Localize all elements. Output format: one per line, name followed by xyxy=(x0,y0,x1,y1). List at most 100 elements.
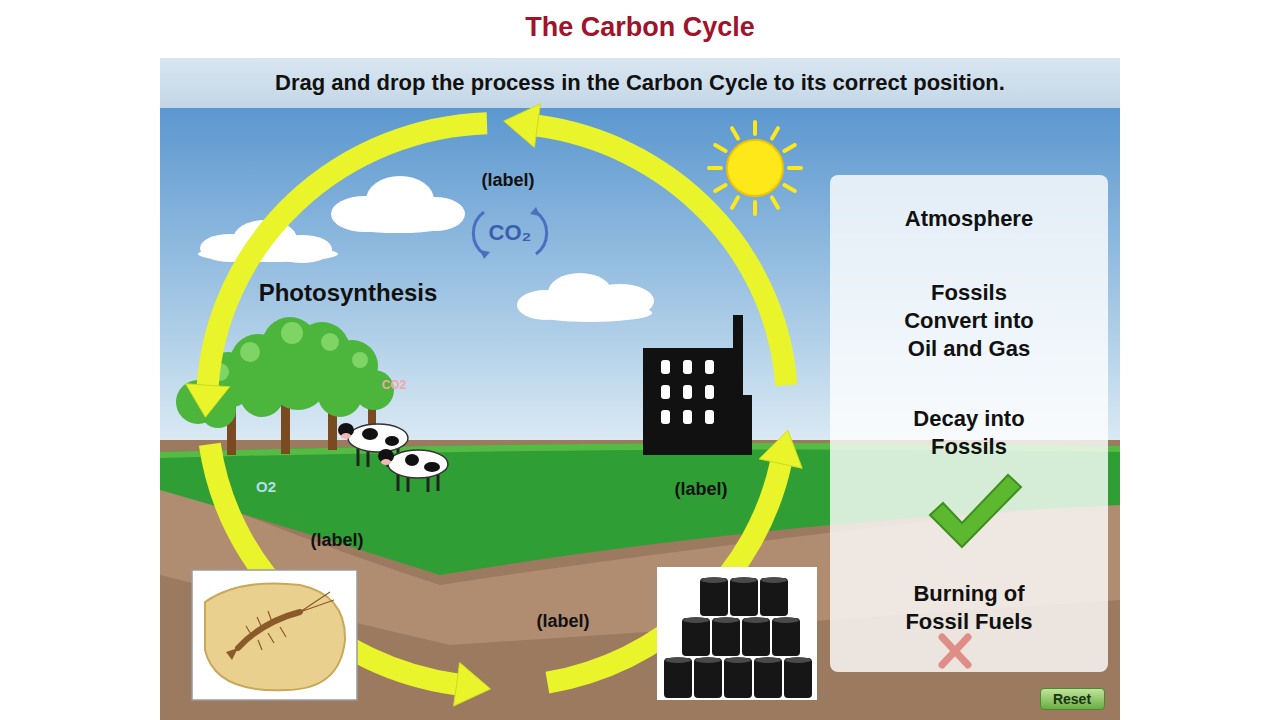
fossil-picture xyxy=(226,648,238,660)
oil-barrels xyxy=(713,617,739,623)
trees xyxy=(352,352,368,368)
cow xyxy=(385,436,399,446)
oil-barrels xyxy=(784,658,812,698)
oil-barrels xyxy=(760,578,788,616)
instruction-text: Drag and drop the process in the Carbon … xyxy=(275,70,1005,95)
gas-label: CO2 xyxy=(382,379,407,393)
sun xyxy=(753,202,757,214)
oil-barrels xyxy=(657,567,817,700)
cycle-arrowhead xyxy=(454,663,491,707)
fossil-picture xyxy=(238,612,300,648)
cow xyxy=(378,449,448,492)
cow xyxy=(341,433,351,439)
button-label: Reset xyxy=(1041,689,1104,709)
cow xyxy=(397,474,400,491)
fossil-picture xyxy=(300,592,334,612)
gas-label: O2 xyxy=(256,478,276,495)
oil-barrels xyxy=(730,578,758,616)
fossil-picture xyxy=(192,570,357,700)
trees xyxy=(240,373,284,417)
oil-barrels xyxy=(695,657,721,663)
factory xyxy=(683,410,692,424)
factory xyxy=(705,410,714,424)
sun xyxy=(727,140,783,196)
sun xyxy=(784,145,794,151)
factory xyxy=(683,385,692,399)
factory xyxy=(683,360,692,374)
oil-barrels xyxy=(700,578,728,616)
sun xyxy=(715,145,725,151)
process-label: Photosynthesis xyxy=(259,279,438,307)
factory xyxy=(735,395,752,455)
co2-swirl xyxy=(473,212,484,254)
cycle-arrowhead xyxy=(504,104,541,148)
oil-barrels xyxy=(731,577,757,583)
cycle-arrowhead xyxy=(186,104,803,706)
oil-barrels xyxy=(712,618,740,656)
cow xyxy=(437,474,440,491)
cycle-arrow xyxy=(537,126,786,386)
co2-swirl xyxy=(473,207,546,259)
oil-barrels xyxy=(785,657,811,663)
oil-barrels xyxy=(725,657,751,663)
instruction-band xyxy=(160,58,1120,108)
oil-barrels xyxy=(664,578,812,698)
factory xyxy=(661,360,714,424)
sun xyxy=(715,185,725,191)
sun xyxy=(732,197,738,207)
oil-barrels xyxy=(664,658,692,698)
oil-barrels xyxy=(754,658,782,698)
factory xyxy=(661,410,670,424)
fossil-picture xyxy=(192,570,357,700)
oil-barrels xyxy=(772,618,800,656)
cloud xyxy=(336,211,460,233)
oil-barrels xyxy=(694,658,722,698)
sun xyxy=(784,185,794,191)
factory xyxy=(643,348,735,455)
sky xyxy=(160,108,1120,460)
co2-swirl xyxy=(536,212,547,254)
sun xyxy=(732,128,738,138)
page-title: The Carbon Cycle xyxy=(0,12,1280,43)
fossil-picture xyxy=(205,583,345,690)
drop-slot-label: (label) xyxy=(310,530,363,551)
trees xyxy=(321,333,339,351)
oil-barrels xyxy=(657,567,817,700)
oil-barrels xyxy=(665,657,691,663)
oil-barrels xyxy=(701,577,727,583)
oil-barrels xyxy=(742,618,770,656)
cow xyxy=(362,428,378,440)
factory xyxy=(705,360,714,374)
oil-barrels xyxy=(761,577,787,583)
trees xyxy=(281,322,303,344)
cow xyxy=(348,424,408,452)
drop-slot-label: (label) xyxy=(674,479,727,500)
cow xyxy=(381,459,391,465)
answer-panel: AtmosphereFossils Convert into Oil and G… xyxy=(830,175,1108,672)
cow xyxy=(405,454,419,466)
trees xyxy=(318,373,362,417)
drop-slot-label: (label) xyxy=(536,611,589,632)
cross-mark xyxy=(942,637,968,665)
co2-symbol: CO₂ xyxy=(489,220,532,245)
oil-barrels xyxy=(755,657,781,663)
sun xyxy=(753,122,757,134)
process-option: Atmosphere xyxy=(894,205,1044,233)
oil-barrels xyxy=(743,617,769,623)
sun xyxy=(709,122,801,214)
trees xyxy=(240,342,260,362)
oil-barrels xyxy=(724,658,752,698)
process-option: Burning of Fossil Fuels xyxy=(894,580,1044,636)
factory xyxy=(661,385,670,399)
cycle-arrow xyxy=(208,123,487,385)
check-mark xyxy=(930,475,1021,547)
fossil-picture xyxy=(246,611,286,650)
trees xyxy=(211,322,368,381)
cow xyxy=(357,448,360,466)
factory xyxy=(661,360,670,374)
sun xyxy=(789,166,801,170)
process-option: Decay into Fossils xyxy=(894,405,1044,461)
reset-button: Reset xyxy=(1040,688,1105,710)
drop-slot-label: (label) xyxy=(481,170,534,191)
